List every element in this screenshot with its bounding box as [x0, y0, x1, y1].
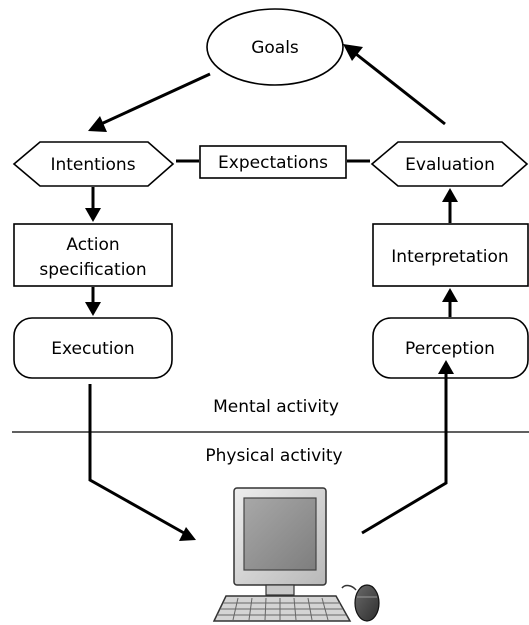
action-specification-label-line2: specification — [39, 260, 146, 280]
evaluation-node: Evaluation — [370, 141, 529, 187]
goals-label: Goals — [251, 38, 299, 58]
arrow-interpretation-to-evaluation — [442, 188, 458, 223]
arrow-goals-to-intentions — [88, 72, 211, 132]
evaluation-label: Evaluation — [405, 155, 495, 175]
expectations-node: Expectations — [199, 145, 347, 179]
arrow-computer-to-perception — [361, 360, 454, 535]
goals-node: Goals — [206, 8, 344, 86]
expectations-label: Expectations — [218, 153, 328, 173]
arrow-intentions-to-action-specification — [85, 187, 101, 222]
mental-activity-label: Mental activity — [213, 397, 339, 417]
action-specification-node: Action specification — [13, 223, 173, 287]
mouse-icon — [341, 584, 380, 622]
arrow-evaluation-to-goals — [343, 44, 446, 126]
interpretation-node: Interpretation — [372, 223, 529, 287]
arrow-execution-to-computer — [88, 384, 196, 541]
perception-node: Perception — [372, 317, 529, 379]
intentions-node: Intentions — [12, 141, 175, 187]
execution-label: Execution — [51, 339, 134, 359]
interpretation-label: Interpretation — [391, 247, 508, 267]
physical-activity-label: Physical activity — [205, 446, 342, 466]
arrow-action-specification-to-execution — [85, 287, 101, 316]
computer-icon — [212, 487, 352, 622]
execution-node: Execution — [13, 317, 173, 379]
perception-label: Perception — [405, 339, 495, 359]
intentions-label: Intentions — [50, 155, 135, 175]
action-specification-label-line1: Action — [66, 235, 119, 255]
arrow-perception-to-interpretation — [442, 288, 458, 317]
